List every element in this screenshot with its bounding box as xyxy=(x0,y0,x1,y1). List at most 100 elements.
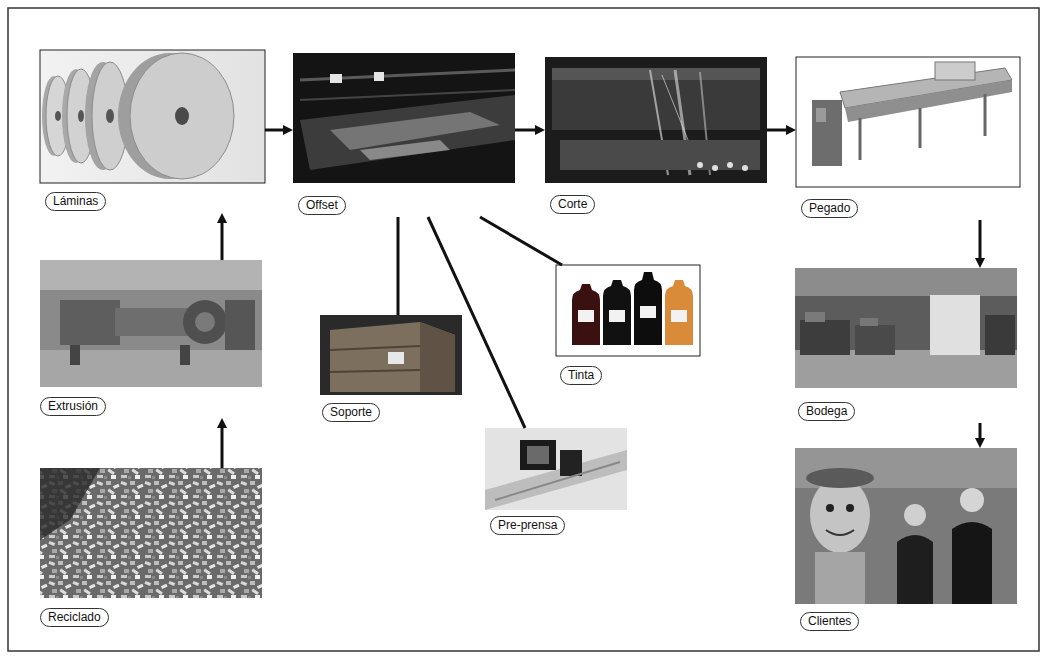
extrusion-photo xyxy=(183,300,227,344)
gluing-machine-photo xyxy=(935,62,975,80)
photo-step-box: Clientes xyxy=(795,448,1017,633)
extrusion-photo xyxy=(40,260,262,387)
prepress-photo xyxy=(527,446,549,464)
gluing-machine-photo xyxy=(984,94,987,136)
step-label: Pegado xyxy=(801,199,858,218)
press-photo xyxy=(360,140,450,160)
prepress-photo xyxy=(485,428,627,510)
clients-photo xyxy=(826,530,854,535)
ink-bottles-photo xyxy=(671,310,687,322)
flow-arrow xyxy=(979,220,982,262)
cutting-photo xyxy=(552,68,760,80)
extrusion-photo xyxy=(195,312,215,332)
photo-step-box: Extrusión xyxy=(40,260,262,418)
warehouse-photo xyxy=(855,325,895,355)
extrusion-photo xyxy=(180,345,190,365)
extrusion-photo xyxy=(40,260,262,387)
press-photo xyxy=(300,90,515,100)
crate-photo xyxy=(330,370,420,372)
press-photo xyxy=(374,72,384,81)
crate-photo xyxy=(388,352,404,364)
gluing-machine-photo xyxy=(859,118,862,160)
crate-photo xyxy=(330,322,455,392)
rolls-photo xyxy=(130,53,234,179)
recycled-flakes-photo xyxy=(40,468,100,540)
rolls-photo xyxy=(40,50,265,183)
rolls-photo xyxy=(55,111,61,121)
supply-line xyxy=(428,217,525,428)
gluing-machine-photo xyxy=(812,100,842,166)
photo-step-box: Láminas xyxy=(40,50,265,213)
warehouse-photo xyxy=(800,320,850,355)
step-label: Láminas xyxy=(45,192,106,211)
recycled-flakes-photo xyxy=(40,468,262,598)
clients-photo xyxy=(795,448,1017,604)
extrusion-photo xyxy=(40,260,262,290)
clients-photo xyxy=(897,535,933,604)
clients-photo xyxy=(806,468,874,488)
warehouse-photo xyxy=(795,268,1017,388)
step-label: Tinta xyxy=(560,366,602,385)
clients-photo xyxy=(904,504,926,526)
rolls-photo xyxy=(175,107,189,125)
flow-arrow xyxy=(221,219,224,260)
flow-arrow xyxy=(767,129,790,132)
warehouse-photo xyxy=(860,318,878,326)
clients-photo xyxy=(960,488,984,512)
gluing-machine-photo xyxy=(816,108,826,122)
clients-photo xyxy=(952,522,992,604)
flow-arrow xyxy=(265,129,287,132)
warehouse-photo xyxy=(805,312,825,322)
cutting-photo xyxy=(560,140,760,170)
crate-photo xyxy=(420,322,455,392)
ink-bottles-photo xyxy=(603,280,631,345)
photo-step-box: Tinta xyxy=(556,265,700,387)
ink-bottles-photo xyxy=(634,272,662,345)
warehouse-photo xyxy=(985,315,1015,355)
rolls-photo xyxy=(78,110,84,122)
supply-line xyxy=(397,217,400,315)
crate-photo xyxy=(320,315,462,395)
crate-photo xyxy=(320,315,462,395)
ink-bottles-photo xyxy=(556,265,700,356)
step-label: Pre-prensa xyxy=(490,516,565,535)
extrusion-photo xyxy=(70,345,80,365)
warehouse-photo xyxy=(795,268,1017,296)
gluing-machine-photo xyxy=(845,80,1012,122)
supply-line xyxy=(480,217,562,265)
step-label: Bodega xyxy=(798,402,855,421)
rolls-photo xyxy=(106,109,114,123)
photo-step-box: Reciclado xyxy=(40,468,262,629)
press-photo xyxy=(293,53,515,183)
ink-bottles-photo xyxy=(572,284,600,345)
prepress-photo xyxy=(560,450,582,476)
flow-arrow xyxy=(979,423,982,442)
outer-frame xyxy=(8,8,1039,651)
photo-step-box: Pegado xyxy=(796,57,1020,220)
step-label: Extrusión xyxy=(40,397,106,416)
clients-photo xyxy=(795,448,1017,488)
photo-step-box: Pre-prensa xyxy=(485,428,627,537)
press-photo xyxy=(300,95,515,170)
gluing-machine-photo xyxy=(796,57,1020,187)
step-label: Corte xyxy=(550,195,595,214)
press-photo xyxy=(330,74,342,83)
step-label: Clientes xyxy=(800,612,859,631)
photo-step-box: Corte xyxy=(545,57,767,216)
flow-arrow xyxy=(515,129,539,132)
prepress-photo xyxy=(495,462,620,500)
extrusion-photo xyxy=(60,300,120,345)
clients-photo xyxy=(846,504,854,512)
warehouse-photo xyxy=(795,268,1017,388)
press-photo xyxy=(293,53,515,183)
cutting-photo xyxy=(545,57,767,183)
ink-bottles-photo xyxy=(640,306,656,318)
prepress-photo xyxy=(520,440,556,470)
photo-step-box: Offset xyxy=(293,53,515,217)
ink-bottles-photo xyxy=(556,265,700,356)
warehouse-photo xyxy=(930,295,980,355)
cutting-photo xyxy=(697,162,703,168)
clients-photo xyxy=(810,477,870,553)
